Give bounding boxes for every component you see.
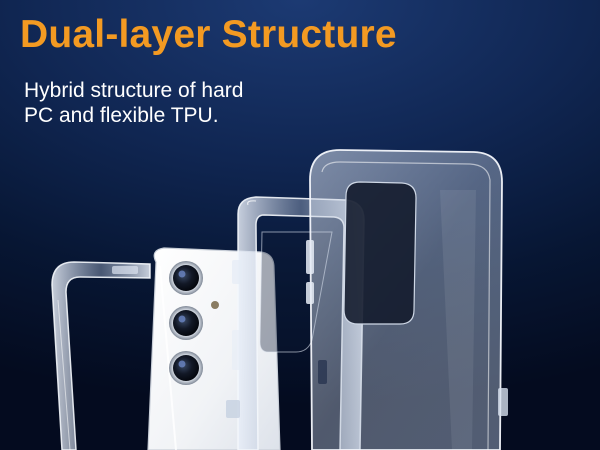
phone-back: [147, 247, 281, 450]
headline: Dual-layer Structure: [20, 13, 397, 56]
feature-description: Hybrid structure of hard PC and flexible…: [24, 78, 243, 128]
clear-back-shell: [306, 149, 508, 450]
tpu-bumper-frame: [51, 261, 151, 450]
feature-description-line-1: Hybrid structure of hard: [24, 79, 244, 102]
camera-module: [169, 261, 219, 385]
feature-description-line-2: PC and flexible TPU.: [24, 104, 219, 127]
